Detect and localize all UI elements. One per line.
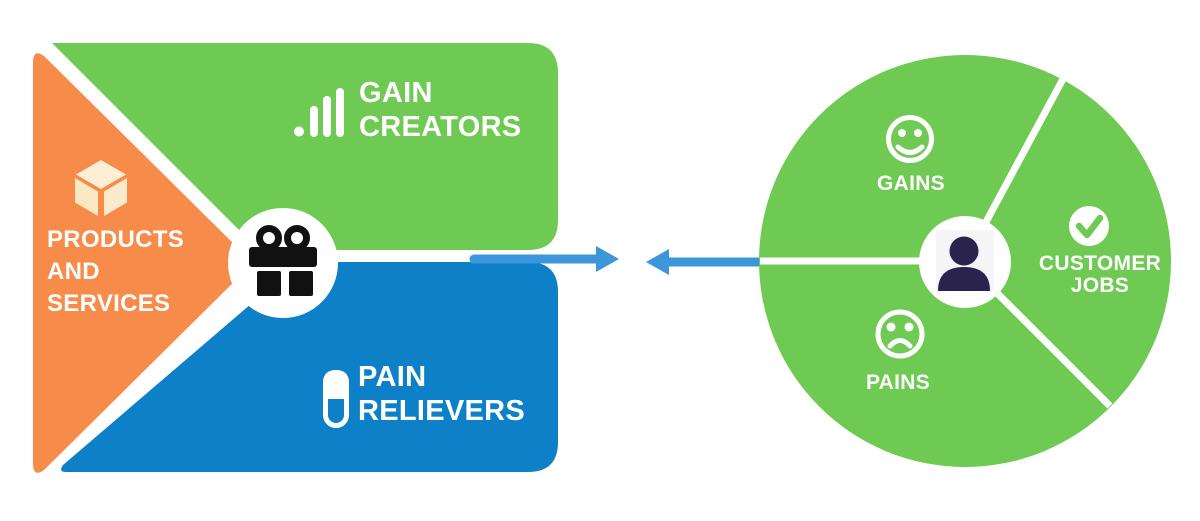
smiley-face-icon <box>886 115 934 163</box>
arrow-right-icon <box>469 246 619 272</box>
gain-creators-label: GAIN CREATORS <box>359 77 522 143</box>
bar-chart-icon <box>294 88 344 137</box>
gain-creators-shape <box>52 43 558 250</box>
customer-jobs-label: CUSTOMER JOBS <box>1038 252 1162 297</box>
pains-label: PAINS <box>865 371 931 394</box>
cube-icon <box>75 160 127 216</box>
products-services-label: PRODUCTS AND SERVICES <box>47 226 185 317</box>
pain-relievers-shape <box>61 262 558 472</box>
sad-face-icon <box>875 309 925 359</box>
gains-label: GAINS <box>876 172 945 195</box>
products-services-shape <box>33 53 249 473</box>
gift-icon <box>249 225 317 296</box>
pill-icon <box>323 370 349 428</box>
person-icon <box>938 236 990 291</box>
pain-relievers-label: PAIN RELIEVERS <box>358 361 526 427</box>
check-circle-icon <box>1069 206 1109 246</box>
arrow-left-icon <box>646 249 766 275</box>
